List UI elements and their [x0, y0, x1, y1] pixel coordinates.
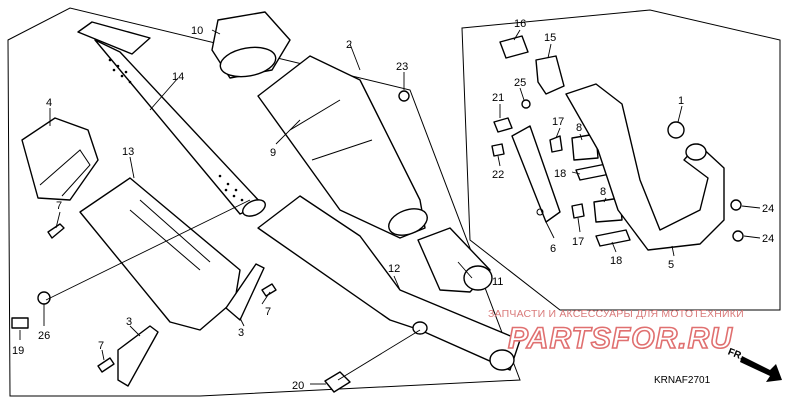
callout-23: 23 [396, 61, 408, 73]
callout-18b: 18 [610, 255, 622, 267]
callout-22: 22 [492, 169, 504, 181]
part-bolt-7b[interactable] [261, 283, 277, 297]
callout-21: 21 [492, 92, 504, 104]
watermark-logo: PARTSFOR.RU [508, 322, 733, 355]
callout-17b: 17 [572, 236, 584, 248]
part-bolt-7a[interactable] [47, 223, 65, 239]
callout-2: 2 [346, 39, 352, 51]
callout-6: 6 [550, 243, 556, 255]
callout-24a: 24 [762, 203, 774, 215]
pipe-group-frame [461, 9, 781, 311]
part-silencer-sleeve[interactable] [417, 227, 493, 293]
callout-3b: 3 [238, 327, 244, 339]
callout-16: 16 [514, 18, 526, 30]
callout-19: 19 [12, 345, 24, 357]
part-band-upper[interactable] [225, 263, 265, 321]
callout-15: 15 [544, 32, 556, 44]
muffler-group-frame [7, 7, 521, 397]
part-silencer-tube[interactable] [77, 21, 268, 219]
callout-25: 25 [514, 77, 526, 89]
part-rear-cap[interactable] [21, 117, 99, 201]
callout-4: 4 [46, 97, 52, 109]
callouts: 14 10 2 23 4 13 9 11 12 7 7 7 3 3 19 26 … [12, 18, 774, 392]
callout-14: 14 [172, 71, 184, 83]
part-clip-18b[interactable] [595, 229, 631, 247]
part-bracket-17b[interactable] [571, 203, 585, 219]
callout-8b: 8 [600, 186, 606, 198]
callout-3a: 3 [126, 316, 132, 328]
callout-1: 1 [678, 95, 684, 107]
part-bracket-17a[interactable] [549, 135, 563, 153]
part-bolt-7c[interactable] [97, 357, 115, 373]
part-washer-26[interactable] [37, 291, 51, 305]
callout-11: 11 [492, 276, 503, 288]
part-gasket-1[interactable] [667, 121, 685, 139]
callout-7a: 7 [56, 200, 62, 212]
callout-26: 26 [38, 330, 50, 342]
callout-5: 5 [668, 259, 674, 271]
callout-17a: 17 [552, 116, 564, 128]
part-silencer-body[interactable] [257, 55, 431, 240]
callout-7b: 7 [265, 306, 271, 318]
part-exhaust-pipe-5[interactable] [565, 83, 725, 251]
callout-20: 20 [292, 380, 304, 392]
callout-13: 13 [122, 146, 134, 158]
callout-10: 10 [191, 25, 203, 37]
part-gasket-15[interactable] [535, 55, 565, 95]
part-clip-8b[interactable] [593, 197, 623, 223]
part-nut-24b[interactable] [732, 230, 744, 242]
callout-24b: 24 [762, 233, 774, 245]
part-heat-guard-6[interactable] [511, 125, 561, 223]
callout-7c: 7 [98, 340, 104, 352]
part-muffler-front[interactable] [257, 195, 521, 371]
leader-lines [19, 29, 761, 385]
callout-12: 12 [388, 263, 400, 275]
part-bolt-19[interactable] [11, 317, 29, 329]
part-heat-shield[interactable] [79, 177, 241, 331]
watermark-tagline: ЗАПЧАСТИ И АКСЕССУАРЫ ДЛЯ МОТОТЕХНИКИ [488, 308, 744, 320]
part-bolt-21[interactable] [493, 117, 513, 133]
part-nut-24a[interactable] [730, 199, 742, 211]
part-clip-8a[interactable] [571, 133, 599, 161]
front-direction-arrow: FR. [726, 347, 782, 382]
diagram-code: KRNAF2701 [654, 375, 711, 386]
part-bolt-22[interactable] [491, 143, 505, 157]
part-washer-25[interactable] [521, 99, 531, 109]
callout-9: 9 [270, 147, 276, 159]
callout-18a: 18 [554, 168, 566, 180]
part-washer-23[interactable] [398, 90, 410, 102]
callout-8a: 8 [576, 122, 582, 134]
part-end-cap[interactable] [211, 11, 291, 81]
part-band-lower[interactable] [117, 325, 159, 387]
part-collar-16[interactable] [499, 35, 529, 59]
